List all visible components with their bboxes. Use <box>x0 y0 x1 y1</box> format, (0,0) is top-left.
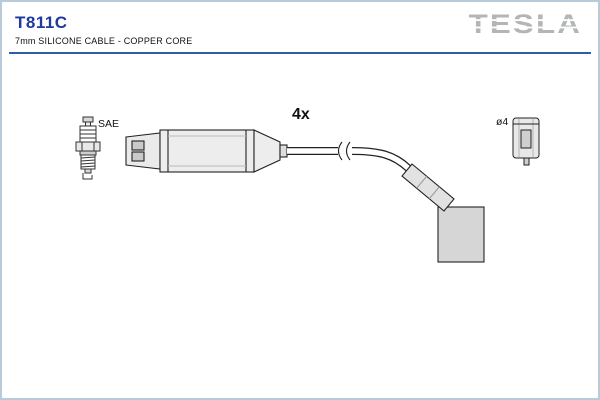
terminal-diameter-label: ø4 <box>496 116 508 128</box>
terminal-icon <box>512 117 540 166</box>
spark-plug-icon <box>75 116 101 180</box>
part-number: T811C <box>15 13 68 32</box>
ignition-cable-drawing <box>125 129 485 263</box>
quantity-label: 4x <box>292 106 310 123</box>
tesla-brand-logo: TESLA <box>466 10 585 40</box>
sae-label: SAE <box>98 118 119 130</box>
header-divider <box>9 52 591 54</box>
diagram-svg: SAE 4x <box>75 106 540 263</box>
cable-spec-subtitle: 7mm SILICONE CABLE - COPPER CORE <box>15 36 193 46</box>
